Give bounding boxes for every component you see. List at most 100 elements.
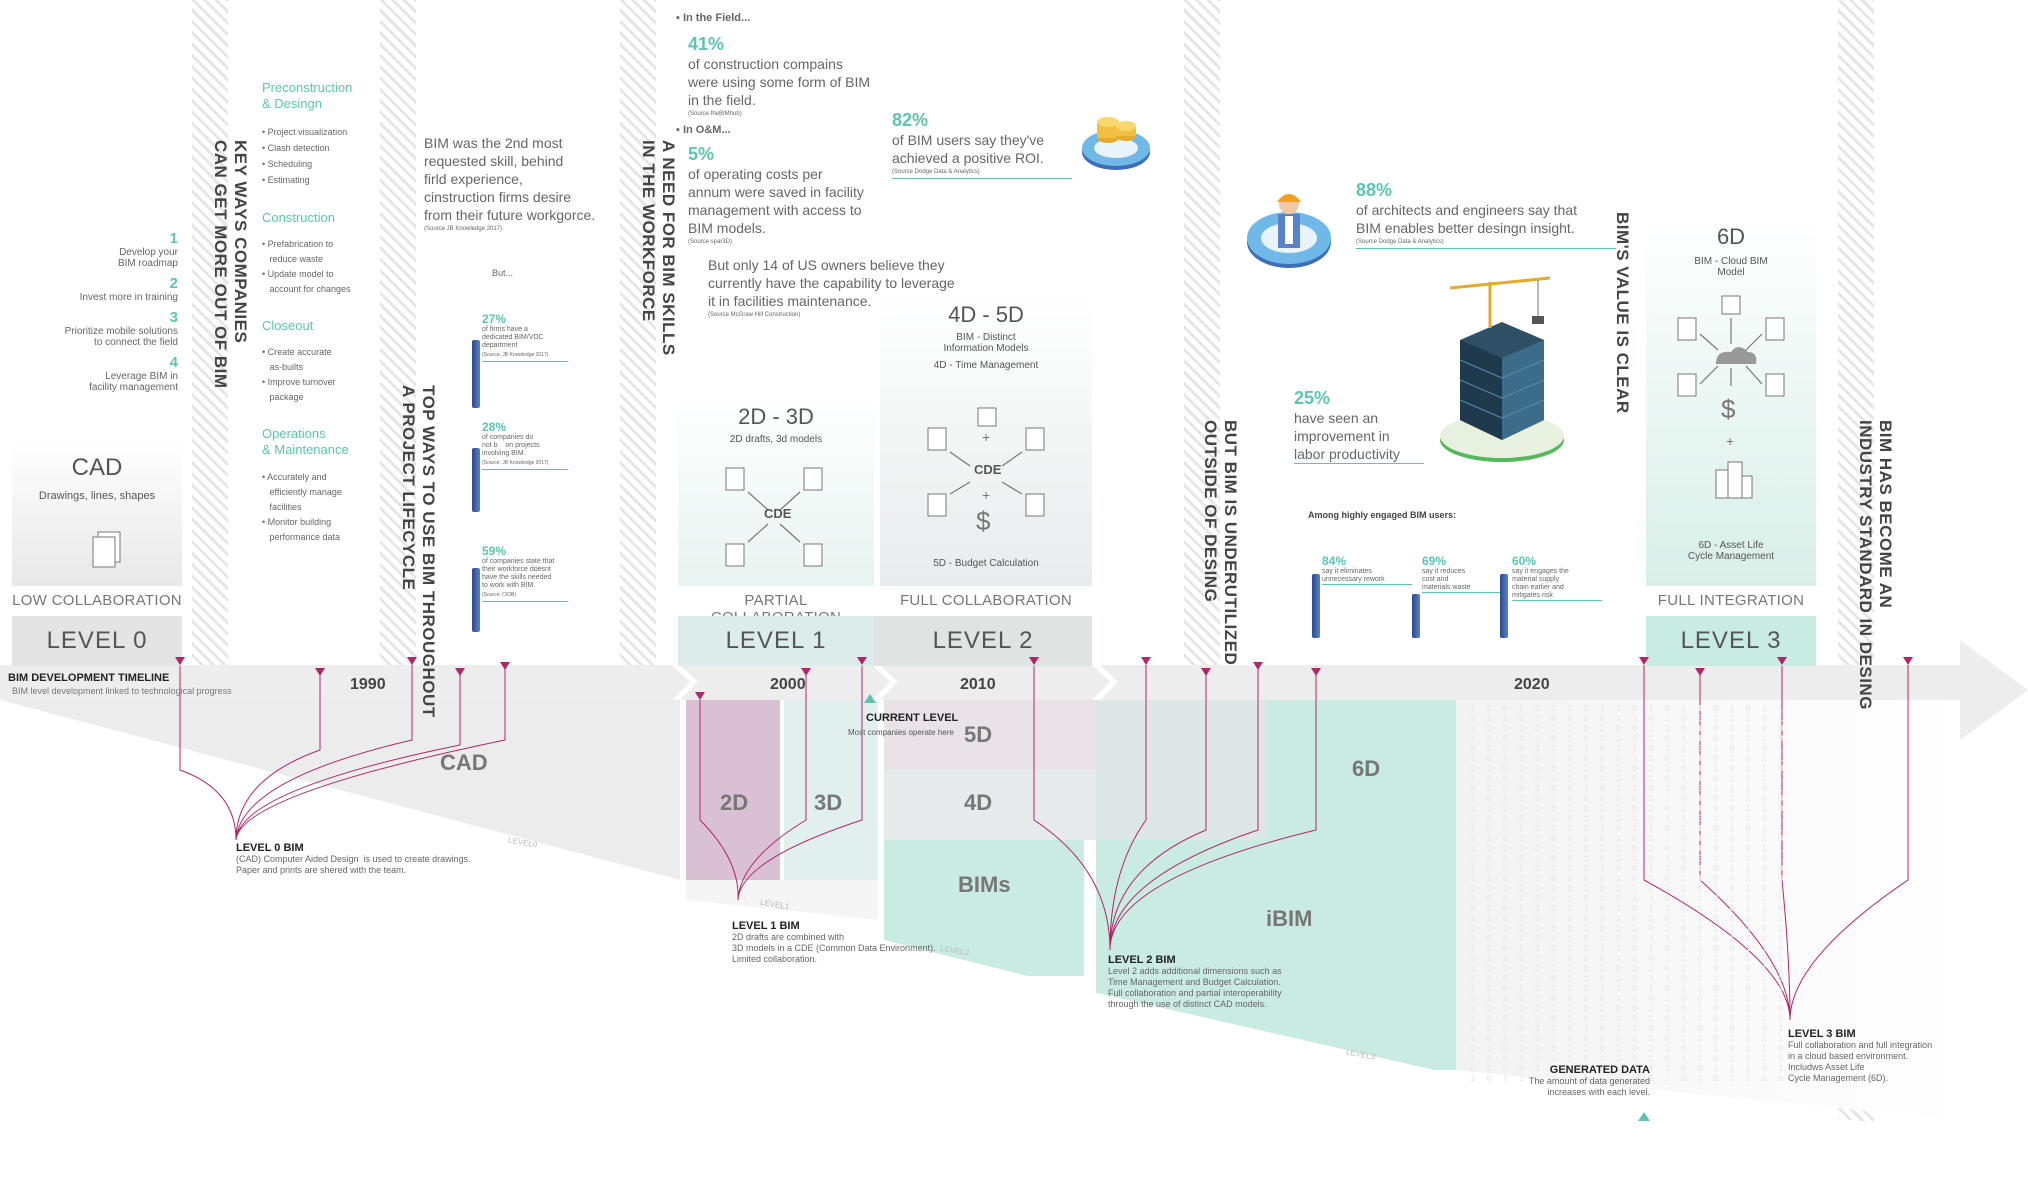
svg-text:+: + [982,429,990,445]
marker [1141,657,1151,665]
card-6d-title: 6D [1716,224,1746,249]
field-text: of construction compains were using some… [688,56,871,108]
collab-low: LOW COLLABORATION [12,592,182,609]
cloud-bim-diagram: $ + [1677,295,1785,499]
level-0-box: LEVEL 0 [12,616,182,666]
generated-data-pattern: 1 1 0 1 0 1 1 0 1 1 0 1 0 1 1 0 1 0 1 1 … [1470,704,1784,1084]
year-2000: 2000 [770,676,806,693]
connector-l0 [179,665,506,841]
engaged-stat-2: 69% say it reduces cost and materials wa… [1422,554,1502,593]
card-4d5d-budget: 5D - Budget Calculation [933,558,1039,569]
skills-stat-1: 27% of firms have a dedicated BIM/VDC de… [482,312,568,362]
timeline-title: BIM DEVELOPMENT TIMELINE [8,672,170,684]
skills-bar-2 [472,448,480,512]
marker [1029,657,1039,665]
svg-text:+: + [982,487,990,503]
card-4d5d-time: 4D - Time Management [933,360,1039,371]
lifecycle-construction: Construction • Prefabrication to reduce … [262,210,351,294]
connector-l3 [1643,665,1909,1021]
field-pct: 41% [688,34,725,54]
level-0-desc: LEVEL 0 BIM (CAD) Computer Aided Design … [236,842,471,875]
wedge-label-ibim: iBIM [1266,906,1313,931]
card-6d: 6D BIM - Cloud BIM Model $ + 6D - Asset … [1646,214,1816,586]
cde-label-4d5d: CDE [974,462,1002,477]
heading-value-clear: BIM'S VALUE IS CLEAR [1613,212,1632,414]
wedge-label-cad: CAD [440,750,488,775]
skills-main: BIM was the 2nd most requested skill, be… [424,135,596,232]
collab-full: FULL COLLABORATION [899,592,1073,609]
wedge-label-bims: BIMs [958,872,1011,897]
skills-stat-3: 59% of companies state that their workfo… [482,544,568,602]
cde-diagram-4d5d: + + $ [927,407,1045,534]
om-text: of operating costs per annum were saved … [688,166,864,236]
card-6d-asset: 6D - Asset Life Cycle Management [1687,540,1775,562]
current-level-title: CURRENT LEVEL [866,712,959,724]
level-2-desc: LEVEL 2 BIM Level 2 adds additional dime… [1108,954,1282,1009]
level-3-box: LEVEL 3 [1646,616,1816,666]
engaged-bar-2 [1412,594,1420,638]
engaged-heading: Among highly engaged BIM users: [1308,510,1457,520]
current-level-sub: Most companies operate here [848,728,954,737]
om-source: (Source spar3D) [688,239,733,245]
marker [315,668,325,676]
level-3-desc: LEVEL 3 BIM Full collaboration and full … [1788,1028,1933,1083]
marker [1695,668,1705,676]
marker [1639,657,1649,665]
wedge-2d [686,700,780,890]
productivity-block: 25% have seen an improvement in labor pr… [1294,388,1424,464]
card-cad: CAD Drawings, lines, shapes [12,440,182,586]
card-2d3d-sub: 2D drafts, 3d models [729,434,823,445]
marker [1253,662,1263,670]
key-way-1: 1 Develop your BIM roadmap [117,230,178,269]
collab-integration: FULL INTEGRATION [1657,592,1805,609]
marker [500,662,510,670]
svg-text:$: $ [1721,394,1736,424]
lifecycle-closeout: Closeout • Create accurate as-builts • I… [262,318,336,402]
card-2d3d-title: 2D - 3D [738,404,814,429]
heading-key-ways: KEY WAYS COMPANIES CAN GET MORE OUT OF B… [211,140,250,389]
year-2010: 2010 [960,676,996,693]
cde-label-2d3d: CDE [764,506,792,521]
wedge-label-5d: 5D [964,722,993,747]
marker [1903,657,1913,665]
svg-text:$: $ [976,506,991,534]
lifecycle-list: Preconstruction & Desingn • Project visu… [262,80,372,545]
heading-industry-standard: BIM HAS BECOME AN INDUSTRY STANDARD IN D… [1856,420,1895,710]
year-1990: 1990 [350,676,386,693]
field-heading: In the Field... [682,12,751,24]
skills-bar-1 [472,340,480,408]
heading-need-skills: A NEED FOR BIM SKILLS IN THE WORKFORCE [639,140,678,356]
level-1-desc: LEVEL 1 BIM 2D drafts are combined with … [732,920,936,964]
cde-diagram-2d3d [725,467,823,567]
card-cad-title: CAD [71,454,123,481]
heading-underutilized: BUT BIM IS UNDERUTILIZED OUTSIDE OF DESI… [1201,420,1240,666]
wedge-label-2d: 2D [720,790,749,815]
document-icon [92,531,121,568]
generated-data-block: GENERATED DATA The amount of data genera… [1528,1064,1650,1097]
marker [1777,657,1787,665]
engaged-stat-1: 84% say it eliminates unnecessary rework [1322,554,1412,585]
building-crane-illustration [1440,276,1564,462]
marker [455,668,465,676]
heading-top-ways: TOP WAYS TO USE BIM THROUGHOUT A PROJECT… [399,385,438,718]
key-ways-list: 1 Develop your BIM roadmap 2 Invest more… [60,230,178,393]
wedge-label-4d: 4D [964,790,993,815]
current-level-arrow [864,694,876,703]
key-way-2: 2 Invest more in training [79,275,178,303]
wedge-label-6d: 6D [1352,756,1381,781]
timeline-subtitle: BIM level development linked to technolo… [12,686,232,696]
lifecycle-operations: Operations & Maintenance • Accurately an… [262,426,349,542]
card-6d-sub: BIM - Cloud BIM Model [1694,256,1768,278]
architect-icon [1247,194,1331,268]
marker [1201,668,1211,676]
level-1-box: LEVEL 1 [678,616,874,666]
field-block: ▪ In the Field... 41% of construction co… [676,12,896,248]
coins-icon [1082,117,1150,170]
marker [1311,668,1321,676]
engaged-bar-1 [1312,574,1320,638]
skills-bar-3 [472,568,480,632]
connector-l1 [699,665,863,901]
marker [801,668,811,676]
wedge-label-3d: 3D [814,790,843,815]
owners-block: But only 14 of US owners believe they cu… [708,257,955,318]
